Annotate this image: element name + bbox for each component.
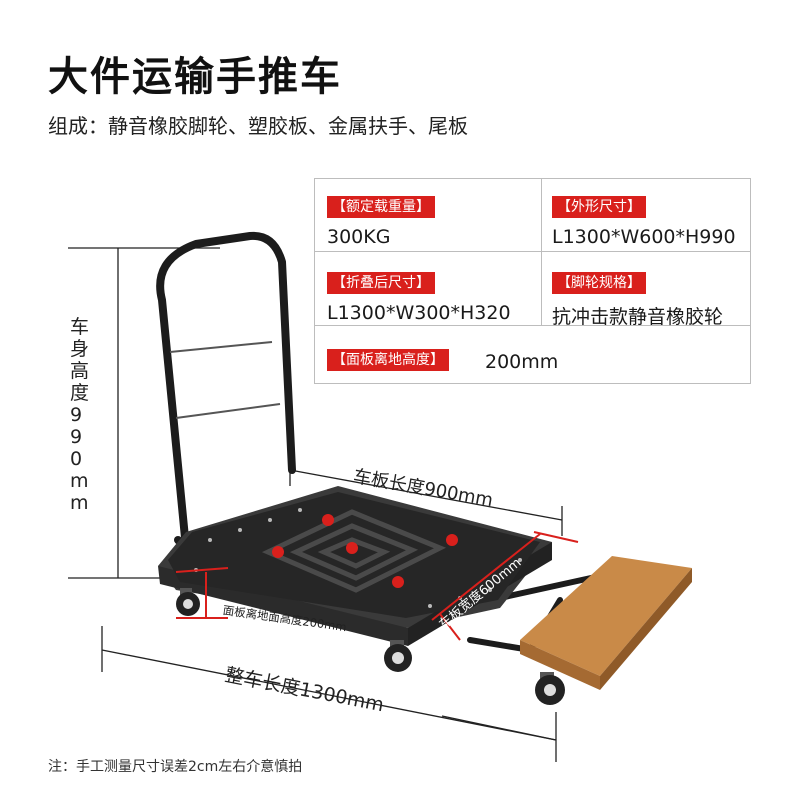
table-divider [541, 179, 542, 326]
table-divider [315, 251, 750, 252]
spec-cell: 【脚轮规格】 抗冲击款静音橡胶轮 [552, 272, 723, 329]
table-divider [315, 325, 750, 326]
footnote: 注：手工测量尺寸误差2cm左右介意慎拍 [48, 759, 303, 775]
spec-cell: 【额定载重量】 300KG [327, 196, 435, 248]
spec-label: 【脚轮规格】 [552, 272, 646, 294]
spec-value: 300KG [327, 226, 391, 248]
spec-value: 抗冲击款静音橡胶轮 [552, 306, 724, 328]
spec-label: 【面板离地高度】 [327, 349, 449, 371]
spec-cell: 【面板离地高度】 200mm [327, 349, 737, 373]
spec-cell: 【外形尺寸】 L1300*W600*H990 [552, 196, 736, 248]
spec-table: 【额定载重量】 300KG 【外形尺寸】 L1300*W600*H990 【折叠… [314, 178, 751, 384]
spec-label: 【外形尺寸】 [552, 196, 646, 218]
spec-value: L1300*W300*H320 [327, 302, 511, 324]
spec-label: 【折叠后尺寸】 [327, 272, 435, 294]
spec-value: 200mm [485, 351, 559, 373]
subtitle: 组成：静音橡胶脚轮、塑胶板、金属扶手、尾板 [48, 114, 468, 138]
spec-label: 【额定载重量】 [327, 196, 435, 218]
spec-cell: 【折叠后尺寸】 L1300*W300*H320 [327, 272, 511, 324]
spec-value: L1300*W600*H990 [552, 226, 736, 248]
body-height-label: 车身高度990mm [70, 316, 90, 514]
page-title: 大件运输手推车 [48, 54, 342, 100]
